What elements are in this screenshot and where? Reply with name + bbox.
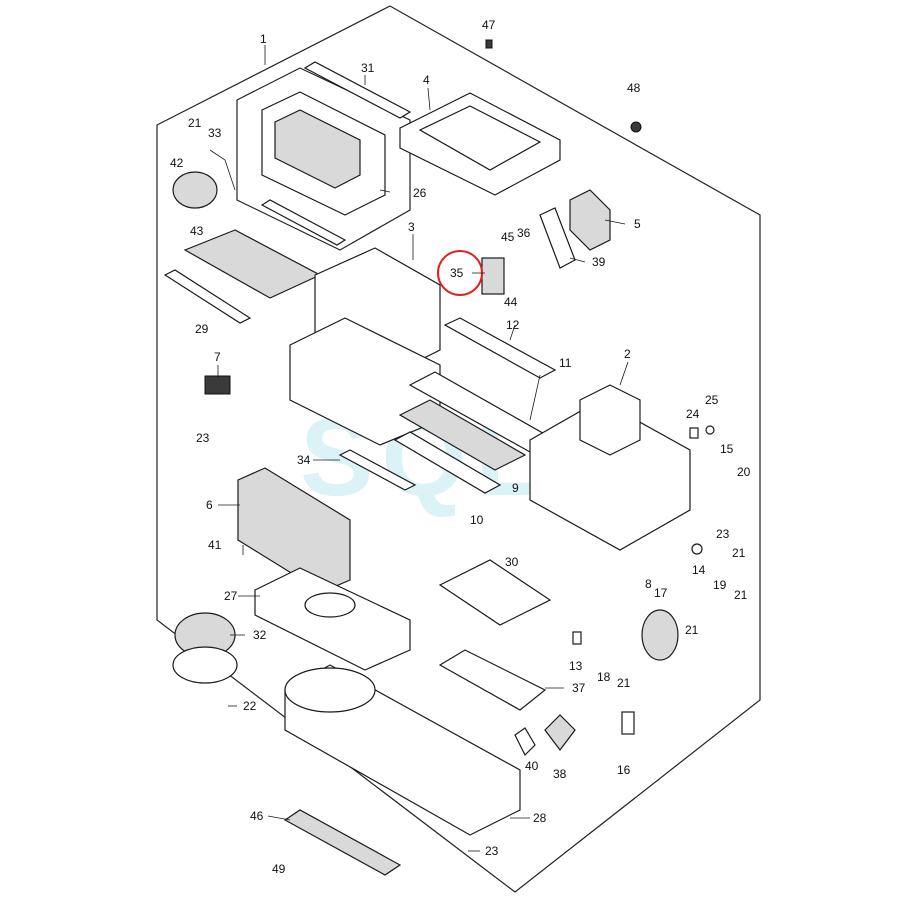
- callout-7: 7: [214, 350, 221, 364]
- callout-23b: 23: [716, 527, 730, 541]
- callout-28: 28: [533, 811, 547, 825]
- callout-12: 12: [506, 318, 520, 332]
- sub-frame: [236, 67, 411, 251]
- callout-40: 40: [525, 759, 539, 773]
- part-40-lever: [514, 727, 536, 757]
- part-10-panel: [393, 431, 502, 494]
- callout-2: 2: [624, 347, 631, 361]
- callout-35: 35: [450, 266, 464, 280]
- part-43-filter: [183, 229, 322, 299]
- callout-labels: 1 2 3 4 5 6 7 8 9 10 11 12 13 14 15 16 1…: [170, 18, 751, 876]
- callout-39: 39: [592, 255, 606, 269]
- callout-21a: 21: [188, 116, 202, 130]
- callout-32: 32: [253, 628, 267, 642]
- callout-10: 10: [470, 513, 484, 527]
- callout-4: 4: [423, 73, 430, 87]
- callout-37: 37: [572, 681, 586, 695]
- part-7-resistor: [204, 375, 231, 395]
- callout-5: 5: [634, 217, 641, 231]
- callout-18: 18: [597, 670, 611, 684]
- part-4-inner: [418, 105, 542, 171]
- callout-23c: 23: [485, 844, 499, 858]
- callout-8: 8: [645, 577, 652, 591]
- part-27-blower-case: [254, 567, 411, 671]
- callout-36: 36: [517, 226, 531, 240]
- part-47-screw: [485, 39, 493, 49]
- part-48-nut: [630, 121, 642, 133]
- part-35-valve: [481, 257, 505, 295]
- callout-23a: 23: [196, 431, 210, 445]
- callout-25: 25: [705, 393, 719, 407]
- part-16-link: [621, 711, 635, 735]
- part-26-strip: [260, 199, 347, 246]
- part-6-heater-core: [237, 467, 351, 593]
- leader-lines: [217, 45, 629, 852]
- callout-49: 49: [272, 862, 286, 876]
- part-2-duct: [579, 384, 641, 456]
- diagram-frame: [156, 5, 761, 893]
- callout-43: 43: [190, 224, 204, 238]
- callout-41: 41: [208, 538, 222, 552]
- part-12-panel: [443, 317, 557, 379]
- part-5-bracket: [569, 189, 611, 251]
- callout-15: 15: [720, 442, 734, 456]
- part-14-bushing: [691, 543, 703, 555]
- callout-6: 6: [206, 498, 213, 512]
- part-29-bracket: [163, 269, 252, 324]
- callout-16: 16: [617, 763, 631, 777]
- part-26-grille: [274, 109, 361, 189]
- callout-21e: 21: [617, 676, 631, 690]
- callout-14: 14: [692, 563, 706, 577]
- callout-42: 42: [170, 156, 184, 170]
- callout-48: 48: [627, 81, 641, 95]
- callout-34: 34: [297, 453, 311, 467]
- callout-17: 17: [654, 586, 668, 600]
- part-39-bracket: [539, 207, 576, 269]
- callout-33: 33: [208, 126, 222, 140]
- part-38-cam: [544, 714, 576, 751]
- callout-31: 31: [361, 61, 375, 75]
- callout-21d: 21: [685, 623, 699, 637]
- part-31-strip: [303, 61, 412, 119]
- callout-1: 1: [260, 32, 267, 46]
- callout-26: 26: [413, 186, 427, 200]
- callout-47: 47: [482, 18, 496, 32]
- callout-11: 11: [559, 356, 572, 370]
- callout-29: 29: [195, 322, 209, 336]
- part-25-washer: [705, 425, 715, 435]
- part-42-actuator: [172, 171, 218, 209]
- callout-19: 19: [713, 578, 727, 592]
- part-24-clip: [689, 427, 699, 439]
- callout-38: 38: [553, 767, 567, 781]
- part-27-opening: [304, 592, 356, 618]
- callout-46: 46: [250, 809, 264, 823]
- part-9-evaporator: [398, 399, 527, 471]
- part-46-bracket: [283, 809, 402, 876]
- callout-30: 30: [505, 555, 519, 569]
- callout-21b: 21: [732, 546, 746, 560]
- callout-9: 9: [512, 481, 519, 495]
- part-28-scroll: [284, 667, 376, 713]
- callout-13: 13: [569, 659, 583, 673]
- callout-20: 20: [737, 465, 751, 479]
- callout-3: 3: [408, 220, 415, 234]
- callout-45: 45: [501, 230, 515, 244]
- callout-24: 24: [686, 407, 700, 421]
- callout-21c: 21: [734, 588, 748, 602]
- callout-44: 44: [504, 295, 518, 309]
- part-17-actuator: [641, 609, 679, 661]
- part-34-connector: [338, 449, 417, 491]
- part-30-duct: [438, 559, 552, 626]
- part-32-motor-base: [172, 646, 238, 684]
- part-37-duct: [438, 649, 547, 711]
- callout-22: 22: [243, 699, 257, 713]
- part-33-rod: [209, 149, 236, 191]
- part-13-pin: [572, 631, 582, 645]
- callout-27: 27: [224, 589, 238, 603]
